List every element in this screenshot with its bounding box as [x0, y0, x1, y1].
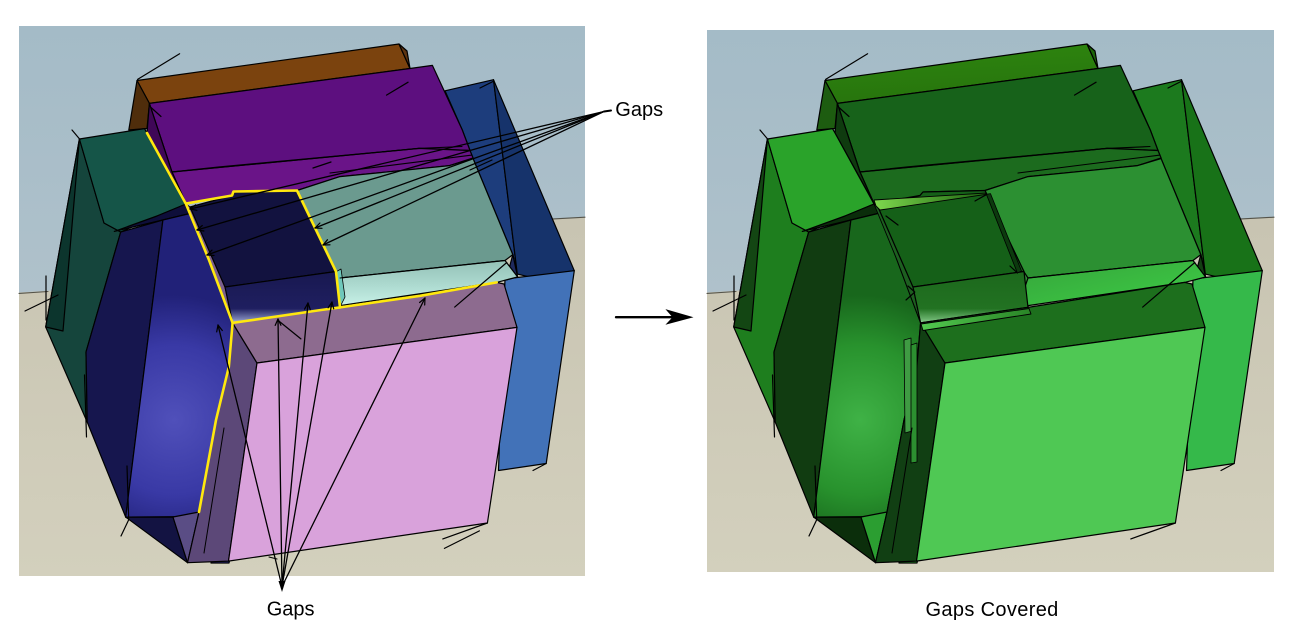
svg-text:Gaps: Gaps [267, 599, 315, 621]
svg-text:Gaps: Gaps [615, 99, 663, 121]
svg-text:Gaps Covered: Gaps Covered [926, 599, 1059, 621]
